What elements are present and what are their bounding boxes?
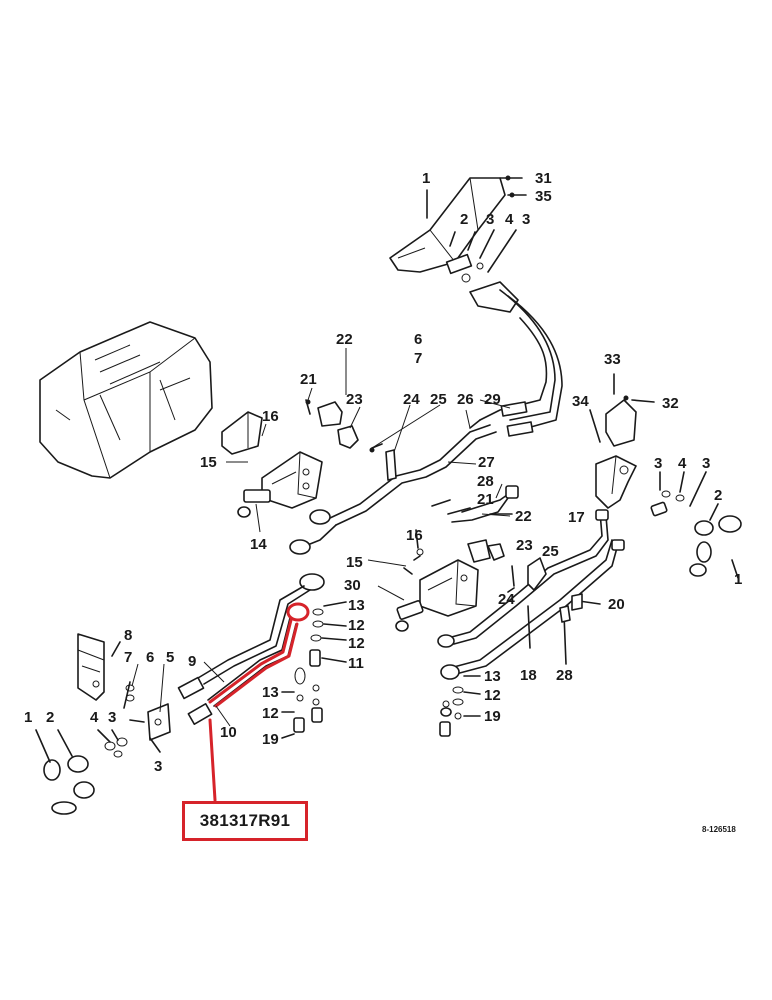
mid-right-fittings xyxy=(403,485,519,593)
callout-label: 12 xyxy=(484,687,501,704)
callout-label: 13 xyxy=(262,684,279,701)
part-number-text: 381317R91 xyxy=(199,811,291,830)
fittings-column-right xyxy=(439,675,481,737)
callout-label: 5 xyxy=(166,649,174,666)
callout-label: 4 xyxy=(505,211,514,228)
callout-label: 1 xyxy=(422,170,430,187)
callout-label: 22 xyxy=(336,331,353,348)
callout-label: 3 xyxy=(522,211,530,228)
callout-label: 6 xyxy=(146,649,154,666)
right-valve-assembly xyxy=(589,373,742,579)
callout-label: 23 xyxy=(346,391,363,408)
callout-label: 4 xyxy=(90,709,99,726)
leader-lines xyxy=(131,348,511,727)
callout-label: 19 xyxy=(262,731,279,748)
callout-label: 16 xyxy=(406,527,423,544)
callout-label: 10 xyxy=(220,724,237,741)
callout-label: 33 xyxy=(604,351,621,368)
callout-label: 21 xyxy=(300,371,317,388)
callout-label: 13 xyxy=(348,597,365,614)
upper-tube-lines xyxy=(289,289,563,555)
callout-label: 28 xyxy=(556,667,573,684)
lower-left-tubes xyxy=(177,573,325,725)
callout-label: 8 xyxy=(124,627,132,644)
callout-label: 12 xyxy=(348,635,365,652)
center-valve xyxy=(395,539,491,632)
callout-label: 15 xyxy=(200,454,217,471)
callout-label: 26 xyxy=(457,391,474,408)
callout-label: 2 xyxy=(46,709,54,726)
callout-label: 17 xyxy=(568,509,585,526)
part-number-label: 381317R91 xyxy=(182,801,308,841)
callout-label: 14 xyxy=(250,536,267,553)
highlighted-tube xyxy=(208,602,310,802)
callout-label: 25 xyxy=(542,543,559,560)
callout-label: 32 xyxy=(662,395,679,412)
callout-label: 1 xyxy=(24,709,32,726)
callout-label: 35 xyxy=(535,188,552,205)
callout-label: 11 xyxy=(348,655,364,672)
callout-label: 16 xyxy=(262,408,279,425)
callout-label: 21 xyxy=(477,491,494,508)
callout-label: 29 xyxy=(484,391,501,408)
callout-label: 24 xyxy=(498,591,515,608)
reference-number: 8-126518 xyxy=(702,825,736,834)
callout-label: 4 xyxy=(678,455,687,472)
callout-label: 12 xyxy=(262,705,279,722)
callout-label: 18 xyxy=(520,667,537,684)
callout-label: 3 xyxy=(654,455,662,472)
callout-label: 3 xyxy=(702,455,710,472)
upper-valve-assembly xyxy=(389,175,527,313)
callout-label: 19 xyxy=(484,708,501,725)
callout-label: 28 xyxy=(477,473,494,490)
upper-left-valve xyxy=(221,411,323,518)
callout-labels: 1 31 35 2 3 4 3 6 7 22 21 23 24 25 26 29… xyxy=(24,170,742,834)
callout-label: 6 xyxy=(414,331,422,348)
callout-label: 3 xyxy=(154,758,162,775)
callout-label: 3 xyxy=(486,211,494,228)
callout-label: 15 xyxy=(346,554,363,571)
callout-label: 23 xyxy=(516,537,533,554)
callout-label: 34 xyxy=(572,393,589,410)
right-lower-tubes xyxy=(437,509,625,680)
callout-label: 31 xyxy=(535,170,552,187)
callout-label: 22 xyxy=(515,508,532,525)
callout-label: 2 xyxy=(714,487,722,504)
callout-label: 30 xyxy=(344,577,361,594)
callout-label: 24 xyxy=(403,391,420,408)
callout-label: 25 xyxy=(430,391,447,408)
lower-left-parts xyxy=(35,633,171,815)
callout-label: 7 xyxy=(414,350,422,367)
tractor-housing xyxy=(39,321,213,479)
callout-label: 13 xyxy=(484,668,501,685)
callout-label: 2 xyxy=(460,211,468,228)
callout-label: 12 xyxy=(348,617,365,634)
callout-label: 9 xyxy=(188,653,196,670)
callout-label: 7 xyxy=(124,649,132,666)
callout-label: 27 xyxy=(478,454,495,471)
callout-label: 20 xyxy=(608,596,625,613)
fittings-column-center xyxy=(281,601,347,739)
callout-label: 1 xyxy=(734,571,742,588)
callout-label: 3 xyxy=(108,709,116,726)
